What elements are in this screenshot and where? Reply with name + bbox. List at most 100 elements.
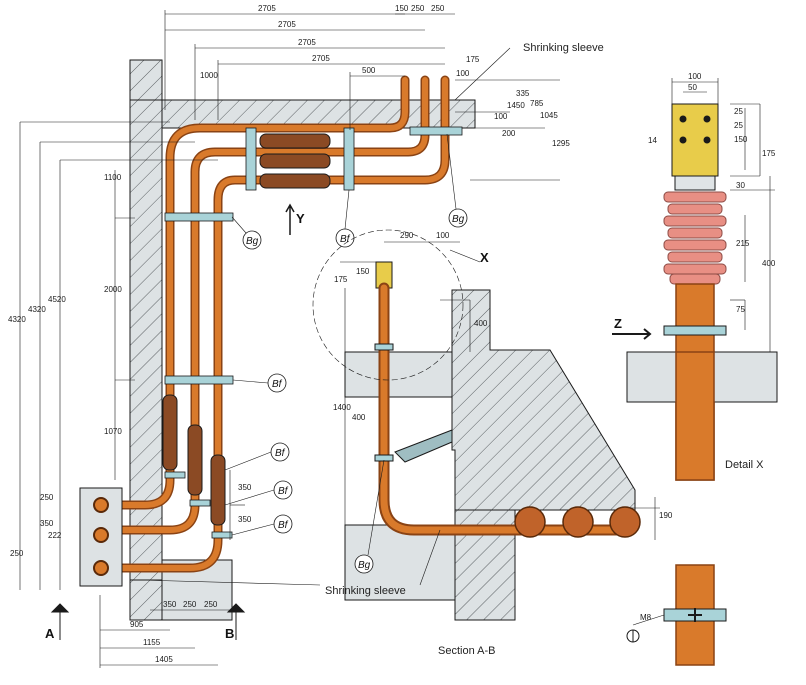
dim-350-r: 350: [238, 483, 252, 492]
dim-1070: 1070: [104, 427, 122, 436]
dim-500: 500: [362, 66, 376, 75]
dim-x-215: 215: [736, 239, 750, 248]
dim-x-400: 400: [762, 259, 776, 268]
dim-x-50: 50: [688, 83, 697, 92]
wall-vertical-top: [129, 59, 163, 101]
dim-2705-a: 2705: [258, 4, 276, 13]
view-arrow-y: [285, 203, 295, 235]
insulators-vertical: [162, 394, 226, 526]
dim-100-b: 100: [494, 112, 508, 121]
dim-s-150: 150: [356, 267, 370, 276]
dim-x-150: 150: [734, 135, 748, 144]
dim-1155: 1155: [143, 638, 161, 647]
dim-s-400-b: 400: [352, 413, 366, 422]
x-marker-label: X: [480, 250, 489, 265]
wall-base: [129, 579, 163, 621]
dim-250-a: 250: [411, 4, 425, 13]
dim-2705-c: 2705: [298, 38, 316, 47]
dim-s-1400: 1400: [333, 403, 351, 412]
detail-x-view: [612, 78, 778, 666]
detail-x-label: Detail X: [725, 459, 764, 471]
dim-1450: 1450: [507, 101, 525, 110]
tag-bf-3: Bf: [275, 448, 286, 459]
section-ab-label: Section A-B: [438, 645, 495, 657]
dim-250-l: 250: [40, 493, 54, 502]
dim-x-75: 75: [736, 305, 745, 314]
dim-x-175: 175: [762, 149, 776, 158]
tag-bf-1: Bf: [340, 234, 351, 245]
dim-s-100: 100: [436, 231, 450, 240]
dim-bot-250-b: 250: [204, 600, 218, 609]
shrinking-sleeve-label-top: Shrinking sleeve: [523, 42, 604, 54]
insulators-horizontal: [259, 133, 331, 189]
dim-222: 222: [48, 531, 62, 540]
b-marker-label: B: [225, 626, 234, 641]
insulator-v1: [162, 394, 178, 471]
dim-m8: M8: [640, 613, 652, 622]
dim-bot-250-a: 250: [183, 600, 197, 609]
tag-bf-4: Bf: [278, 486, 289, 497]
dim-x-14: 14: [648, 136, 657, 145]
insulator-h2: [259, 153, 331, 169]
dim-s-175: 175: [334, 275, 348, 284]
dimension-lines: [19, 10, 560, 668]
section-marker-b: [226, 603, 246, 640]
dim-1405: 1405: [155, 655, 173, 664]
dim-1045: 1045: [540, 111, 558, 120]
dim-350-l: 350: [40, 519, 54, 528]
dim-1100: 1100: [104, 173, 122, 182]
dim-1295: 1295: [552, 139, 570, 148]
tag-bf-2: Bf: [272, 379, 283, 390]
y-marker-label: Y: [296, 211, 305, 226]
dim-150: 150: [395, 4, 409, 13]
dim-250-l2: 250: [10, 549, 24, 558]
dim-2705-d: 2705: [312, 54, 330, 63]
a-marker-label: A: [45, 626, 55, 641]
section-marker-a: [50, 603, 70, 640]
section-ab-view: [312, 229, 660, 621]
view-arrow-z: [612, 328, 652, 340]
insulator-h3: [259, 173, 331, 189]
dim-200: 200: [502, 129, 516, 138]
dim-x-25-b: 25: [734, 121, 743, 130]
support-bracket: [394, 429, 453, 463]
dim-100-a: 100: [456, 69, 470, 78]
dim-s-290: 290: [400, 231, 414, 240]
dim-335: 335: [516, 89, 530, 98]
dim-2705-b: 2705: [278, 20, 296, 29]
detail-bushing: [663, 191, 727, 285]
clamps: [164, 126, 463, 539]
detail-x-circle: [312, 229, 464, 381]
dim-1000: 1000: [200, 71, 218, 80]
z-marker-label: Z: [614, 316, 622, 331]
tag-bf-5: Bf: [278, 520, 289, 531]
dim-bot-350: 350: [163, 600, 177, 609]
dim-4320-b: 4320: [28, 305, 46, 314]
dim-s-190: 190: [659, 511, 673, 520]
dim-905: 905: [130, 620, 144, 629]
section-ledge: [344, 351, 453, 398]
detail-terminal-lug: [671, 103, 719, 177]
dim-785: 785: [530, 99, 544, 108]
dim-175-a: 175: [466, 55, 480, 64]
bracket-tag-texts: Bg Bf Bg Bf Bf Bf Bf Bg: [246, 214, 465, 571]
main-view: [19, 10, 560, 668]
tag-bg-1: Bg: [246, 236, 259, 247]
insulator-v3: [210, 454, 226, 526]
dim-4520: 4520: [48, 295, 66, 304]
tag-bg-2: Bg: [452, 214, 465, 225]
insulator-v2: [187, 424, 203, 496]
dim-x-30: 30: [736, 181, 745, 190]
copper-busbars: [95, 75, 450, 573]
insulator-h1: [259, 133, 331, 149]
tag-bg-3: Bg: [358, 560, 371, 571]
callout-texts: Shrinking sleeve Shrinking sleeve Detail…: [45, 42, 764, 657]
dim-x-25-a: 25: [734, 107, 743, 116]
dim-s-400-a: 400: [474, 319, 488, 328]
dimension-texts: 2705 2705 2705 2705 150 250 250 1000 500…: [8, 4, 776, 664]
shrinking-sleeve-label-bottom: Shrinking sleeve: [325, 585, 406, 597]
dim-350-r2: 350: [238, 515, 252, 524]
dim-4320-a: 4320: [8, 315, 26, 324]
dim-x-100: 100: [688, 72, 702, 81]
